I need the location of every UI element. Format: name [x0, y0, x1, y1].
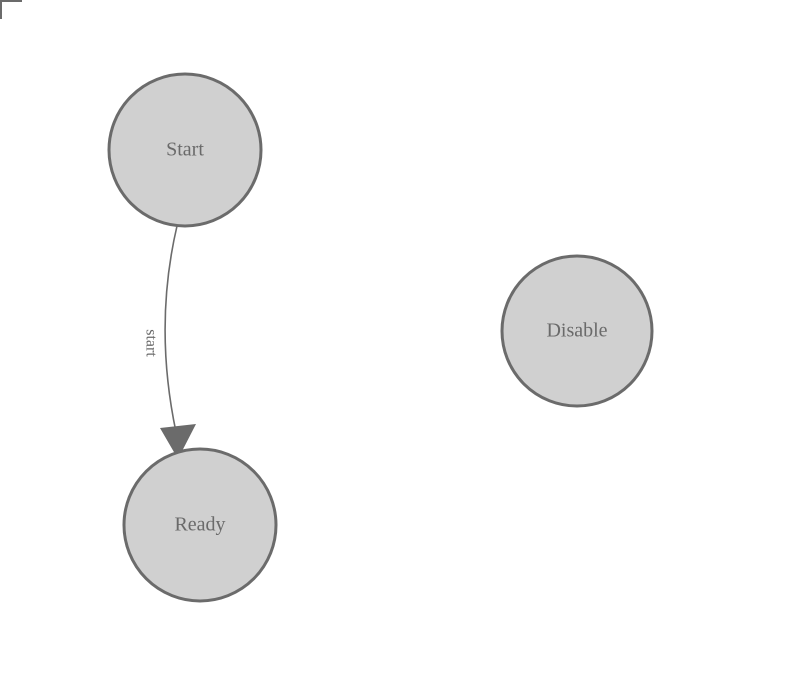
state-node-start-label: Start: [166, 139, 204, 161]
state-node-disable-circle[interactable]: [500, 254, 654, 408]
state-node-start-circle[interactable]: [107, 72, 263, 228]
state-node-ready[interactable]: Ready: [122, 447, 278, 603]
state-node-disable[interactable]: Disable: [500, 254, 654, 408]
state-node-start[interactable]: Start: [107, 72, 263, 228]
canvas-corner-bracket-icon: [0, 0, 22, 19]
state-node-ready-circle[interactable]: [122, 447, 278, 603]
edge-path: [164, 225, 178, 433]
state-node-ready-label: Ready: [174, 514, 225, 536]
arrowhead-icon: [160, 424, 196, 459]
edge-label-start: start: [142, 329, 159, 357]
edge-start-to-ready[interactable]: start: [142, 225, 196, 459]
state-node-disable-label: Disable: [546, 320, 607, 342]
